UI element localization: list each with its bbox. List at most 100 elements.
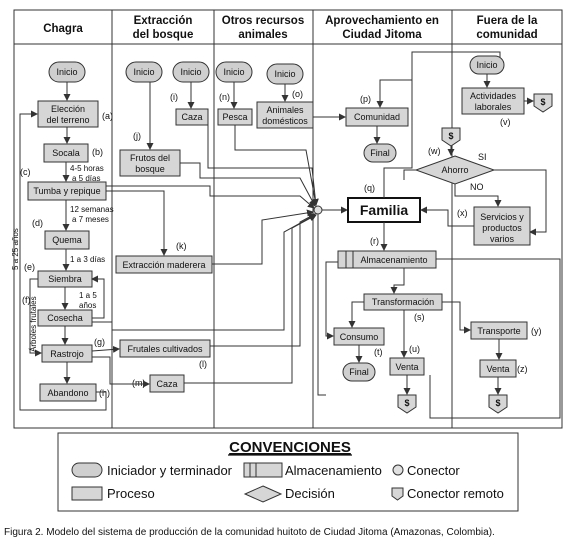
abandono-label: Abandono (47, 388, 88, 398)
dollar-fuera-remote-connector (533, 93, 553, 113)
edge-label-arboles: Árboles frutales (29, 296, 38, 352)
tag-e: (e) (24, 262, 35, 272)
transformacion-label: Transformación (372, 297, 434, 307)
edge-caza2-connector (184, 214, 317, 384)
legend-conector: Conector (407, 463, 460, 478)
edge-almacenamiento-consumo (325, 261, 338, 340)
dollar-aprov-label: $ (404, 398, 409, 408)
edge-transformacion-transporte (442, 301, 471, 334)
tag-f: (f) (22, 295, 31, 305)
edge-label-semanas-2: a 7 meses (72, 215, 109, 224)
bosque-inicio-1-terminator (125, 61, 163, 83)
transporte-label: Transporte (477, 326, 520, 336)
header-chagra: Chagra (43, 23, 83, 35)
decision-no: NO (470, 182, 484, 192)
header-recursos-1: Otros recursos (222, 15, 304, 27)
edge-rastrojo-caza (92, 356, 150, 388)
frutos-label-2: bosque (135, 164, 165, 174)
recursos-inicio-1-label: Inicio (223, 67, 244, 77)
tag-r: (r) (370, 236, 379, 246)
chagra-inicio-label: Inicio (56, 67, 77, 77)
legend-connector-symbol (392, 464, 404, 476)
caza-bosque-label: Caza (181, 112, 202, 122)
venta-fuera-label: Venta (486, 364, 509, 374)
animales-label-1: Animales (266, 105, 304, 115)
actividades-label-1: Actividades (470, 91, 517, 101)
edge-tumba-connector (106, 185, 315, 209)
tag-l: (l) (199, 359, 207, 369)
eleccion-label-2: del terreno (46, 115, 89, 125)
tag-p: (p) (360, 94, 371, 104)
pesca-label: Pesca (222, 112, 247, 122)
edge-ahorro-si (494, 169, 547, 236)
bosque-inicio-1-label: Inicio (133, 67, 154, 77)
socala-label: Socala (52, 148, 80, 158)
legend-conector-remoto: Conector remoto (407, 486, 504, 501)
tag-o: (o) (292, 89, 303, 99)
legend-iniciador: Iniciador y terminador (107, 463, 233, 478)
legend-proceso: Proceso (107, 486, 155, 501)
header-fuera-2: comunidad (476, 29, 537, 41)
tag-c: (c) (20, 167, 31, 177)
servicios-label-3: varios (490, 234, 515, 244)
edge-cosecha-connector (92, 214, 316, 331)
edge-rastrojo-frutales (91, 345, 120, 353)
tag-x: (x) (457, 208, 468, 218)
servicios-label-2: productos (482, 223, 522, 233)
edge-caza-connector (207, 117, 319, 206)
header-bosque-1: Extracción (134, 15, 193, 27)
header-bosque-2: del bosque (133, 29, 194, 41)
tag-b: (b) (92, 147, 103, 157)
edge-abandono-eleccion-loop (19, 110, 107, 411)
final-comunidad-label: Final (370, 148, 390, 158)
rastrojo-label: Rastrojo (50, 349, 84, 359)
eleccion-process (37, 100, 99, 128)
dollar-venta-label: $ (495, 398, 500, 408)
edge-ahorro-familia (403, 169, 416, 180)
dollar-ahorro-label: $ (448, 131, 453, 141)
tag-j: (j) (133, 131, 141, 141)
dollar-venta-remote-connector (488, 394, 508, 414)
edge-cosecha-siembra-loop (91, 275, 105, 319)
dollar-ahorro-remote-connector (441, 127, 461, 147)
tag-d: (d) (32, 218, 43, 228)
legend-storage-symbol (243, 462, 283, 478)
legend-process-symbol (71, 486, 103, 501)
header-fuera-1: Fuera de la (477, 15, 538, 27)
edge-servicios-familia (420, 206, 474, 227)
tag-n: (n) (219, 92, 230, 102)
frutos-label-1: Frutos del (130, 153, 170, 163)
dollar-aprov-remote-connector (397, 394, 417, 414)
edge-frutales-connector (210, 213, 316, 347)
venta-aprov-label: Venta (395, 362, 418, 372)
frutales-label: Frutales cultivados (127, 344, 203, 354)
edge-tumba-extraccion (106, 190, 168, 256)
edge-almacenamiento-transformacion (390, 268, 405, 294)
tag-z: (z) (517, 364, 528, 374)
edge-extraccion-connector (212, 209, 314, 265)
tag-g: (g) (94, 337, 105, 347)
diagram-border (13, 9, 563, 429)
tag-v: (v) (500, 117, 511, 127)
legend-box (57, 432, 519, 512)
tag-t: (t) (374, 347, 383, 357)
final-comunidad-terminator (363, 143, 397, 163)
tumba-label: Tumba y repique (33, 186, 100, 196)
tag-k: (k) (176, 241, 187, 251)
familia-label: Familia (360, 202, 408, 218)
fuera-inicio-label: Inicio (476, 60, 497, 70)
siembra-label: Siembra (48, 274, 82, 284)
ahorro-label: Ahorro (441, 165, 468, 175)
recursos-inicio-2-label: Inicio (274, 69, 295, 79)
tag-y: (y) (531, 326, 542, 336)
frutales-process (119, 339, 211, 358)
tag-a: (a) (102, 111, 113, 121)
consumo-label: Consumo (340, 332, 379, 342)
quema-label: Quema (52, 235, 82, 245)
legend-decision: Decisión (285, 486, 335, 501)
edge-pesca-connector (234, 125, 319, 206)
merge-connector (313, 205, 323, 215)
cosecha-label: Cosecha (47, 313, 83, 323)
header-aprov-2: Ciudad Jitoma (342, 29, 422, 41)
